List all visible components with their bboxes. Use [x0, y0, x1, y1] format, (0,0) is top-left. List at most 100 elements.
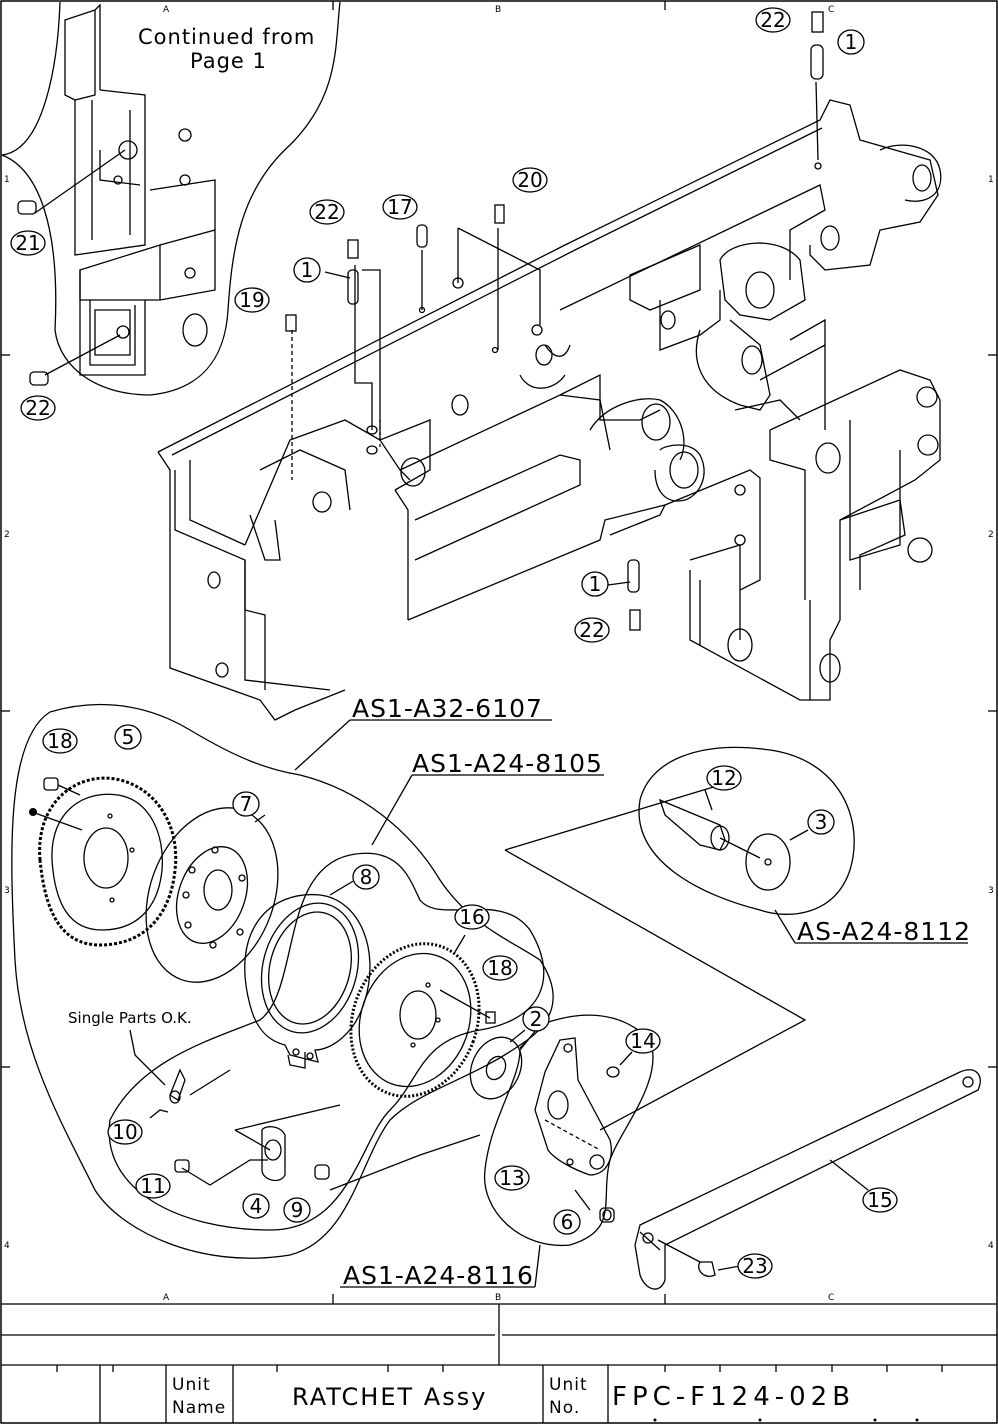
- balloon-label: 14: [630, 1029, 655, 1053]
- balloon-label: 17: [387, 195, 412, 219]
- balloon-label: 2: [530, 1007, 543, 1031]
- svg-text:4: 4: [988, 1241, 994, 1251]
- part-balloons: 22 1 22 17 20 1 19 21 22 1 22 18 5 7 8 16 18 2 14 12 3 10 11 4 9…: [11, 8, 897, 1278]
- top-fasteners: [18, 12, 823, 630]
- disc-7: [123, 789, 301, 1001]
- balloon-label: 22: [760, 8, 785, 32]
- balloon-10: 10: [108, 1120, 142, 1144]
- lever-15: [635, 1070, 980, 1289]
- balloon-18: 18: [43, 729, 77, 753]
- svg-text:2: 2: [4, 530, 10, 540]
- assembly-code-as1-a24-8105: AS1-A24-8105: [412, 749, 603, 778]
- washer-2: [461, 1029, 532, 1107]
- balloon-16: 16: [455, 905, 489, 929]
- balloon-22: 22: [21, 396, 55, 420]
- balloon-22: 22: [756, 8, 790, 32]
- assembly-code-as-a24-8112: AS-A24-8112: [797, 917, 971, 946]
- balloon-14: 14: [626, 1029, 660, 1053]
- balloon-4: 4: [243, 1194, 269, 1218]
- balloon-label: 5: [122, 725, 135, 749]
- balloon-15: 15: [863, 1188, 897, 1212]
- continued-note-line1: Continued from: [138, 25, 315, 49]
- balloon-19: 19: [235, 288, 269, 312]
- balloon-label: 3: [815, 810, 828, 834]
- balloon-label: 6: [561, 1210, 574, 1234]
- balloon-label: 8: [360, 865, 373, 889]
- unit-no-label-2: No.: [549, 1398, 580, 1418]
- unit-name-label-2: Name: [172, 1398, 226, 1418]
- grid-labels: A B C A B C 1 2 3 4 1 2 3 4: [4, 5, 994, 1303]
- svg-text:B: B: [495, 5, 501, 15]
- unit-name: RATCHET Assy: [292, 1383, 487, 1411]
- grid-ticks: [1, 1, 997, 1304]
- pin-12-washer-3: [660, 790, 808, 890]
- balloon-label: 16: [459, 905, 484, 929]
- balloon-17: 17: [383, 195, 417, 219]
- balloon-label: 22: [314, 200, 339, 224]
- balloon-23: 23: [738, 1254, 772, 1278]
- balloon-1: 1: [294, 258, 320, 282]
- lower-fasteners: [44, 778, 614, 1222]
- as1-outline: [12, 705, 553, 1259]
- svg-text:C: C: [828, 1293, 834, 1303]
- balloon-8: 8: [353, 865, 379, 889]
- balloon-label: 1: [845, 30, 858, 54]
- balloon-label: 15: [867, 1188, 892, 1212]
- svg-text:A: A: [163, 5, 170, 15]
- svg-text:A: A: [163, 1293, 170, 1303]
- assembly-code-as1-a32-6107: AS1-A32-6107: [352, 694, 543, 723]
- balloon-label: 18: [487, 956, 512, 980]
- balloon-18: 18: [483, 956, 517, 980]
- balloon-label: 1: [589, 572, 602, 596]
- balloon-22: 22: [575, 618, 609, 642]
- svg-text:3: 3: [4, 886, 10, 896]
- gear-16: [330, 925, 500, 1114]
- balloon-22: 22: [310, 200, 344, 224]
- continuation-outline: [2, 2, 340, 395]
- balloon-label: 21: [15, 231, 40, 255]
- continued-note-line2: Page 1: [190, 49, 267, 73]
- balloon-label: 22: [579, 618, 604, 642]
- balloon-12: 12: [707, 766, 741, 790]
- balloon-label: 7: [240, 792, 253, 816]
- unit-name-label-1: Unit: [172, 1375, 211, 1395]
- balloon-20: 20: [513, 168, 547, 192]
- main-frame-part: [158, 100, 941, 720]
- balloon-1: 1: [582, 572, 608, 596]
- svg-text:1: 1: [988, 175, 994, 185]
- plate-8: [245, 880, 373, 1068]
- unit-number: FPC-F124-02B: [612, 1382, 855, 1412]
- balloon-1: 1: [838, 30, 864, 54]
- balloon-label: 18: [47, 729, 72, 753]
- svg-text:3: 3: [988, 886, 994, 896]
- assembly-code-as1-a24-8116: AS1-A24-8116: [343, 1261, 534, 1290]
- svg-text:1: 1: [4, 175, 10, 185]
- svg-text:2: 2: [988, 530, 994, 540]
- balloon-2: 2: [523, 1007, 549, 1031]
- decor-dots: [29, 808, 919, 1422]
- balloon-label: 1: [301, 258, 314, 282]
- balloon-label: 20: [517, 168, 542, 192]
- svg-text:C: C: [828, 5, 834, 15]
- svg-text:B: B: [495, 1293, 501, 1303]
- balloon-6: 6: [554, 1210, 580, 1234]
- single-parts-note: Single Parts O.K.: [68, 1009, 192, 1027]
- balloon-label: 10: [112, 1120, 137, 1144]
- balloon-13: 13: [495, 1166, 529, 1190]
- balloon-21: 21: [11, 231, 45, 255]
- balloon-label: 23: [742, 1254, 767, 1278]
- unit-no-label-1: Unit: [549, 1375, 588, 1395]
- balloon-label: 22: [25, 396, 50, 420]
- balloon-label: 9: [291, 1198, 304, 1222]
- balloon-7: 7: [233, 792, 259, 816]
- balloon-label: 4: [250, 1194, 263, 1218]
- balloon-11: 11: [136, 1174, 170, 1198]
- pawl-13: [535, 1038, 632, 1175]
- balloon-label: 12: [711, 766, 736, 790]
- balloon-label: 13: [499, 1166, 524, 1190]
- balloon-5: 5: [115, 725, 141, 749]
- balloon-label: 19: [239, 288, 264, 312]
- top-leaders: [35, 82, 818, 585]
